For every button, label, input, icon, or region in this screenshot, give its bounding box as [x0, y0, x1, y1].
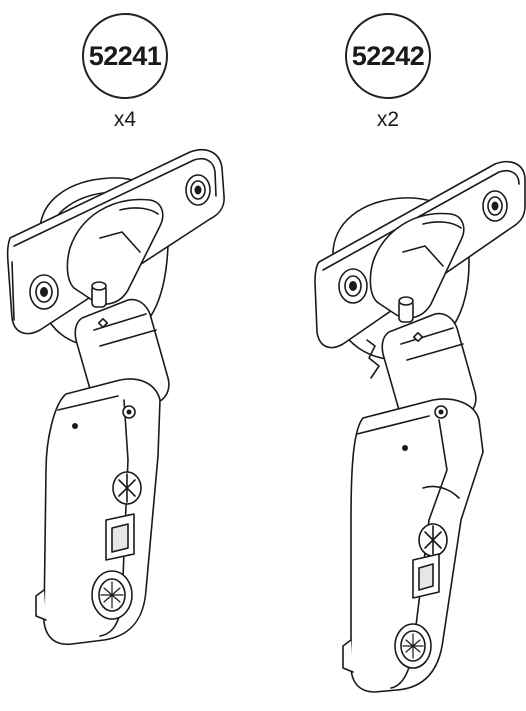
part-52242: 52242 x2 — [263, 0, 526, 711]
part-quantity: x2 — [376, 108, 400, 131]
part-number-badge: 52242 — [345, 13, 431, 99]
part-quantity: x4 — [113, 108, 137, 131]
part-number-badge: 52241 — [82, 13, 168, 99]
hinge-illustration-52241 — [6, 148, 225, 646]
part-52241: 52241 x4 — [6, 13, 225, 646]
hinge-arm — [350, 398, 484, 693]
hinge-arm — [43, 378, 161, 646]
hinge-illustration-52242 — [314, 160, 526, 693]
